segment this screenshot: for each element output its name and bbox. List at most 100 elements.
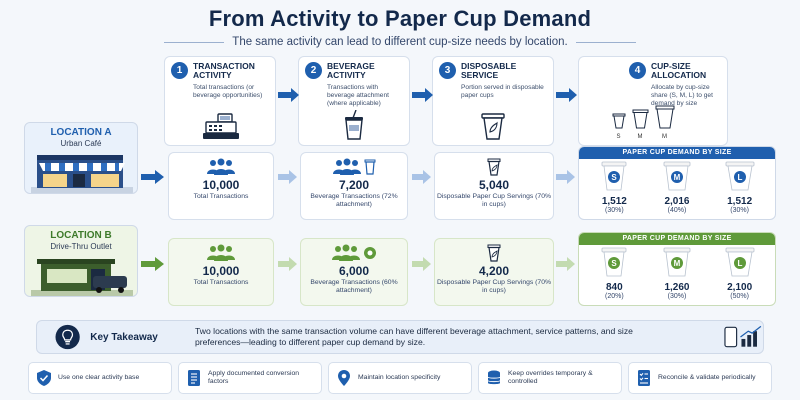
location-pin-icon xyxy=(338,370,350,386)
tip-location-specificity: Maintain location specificity xyxy=(328,362,472,394)
database-icon xyxy=(487,370,501,385)
takeaway-text: Two locations with the same transaction … xyxy=(195,325,633,347)
step-number: 3 xyxy=(439,62,456,79)
cup-demand-large: L 2,100 (50%) xyxy=(712,247,768,300)
demand-title: PAPER CUP DEMAND BY SIZE xyxy=(579,147,775,159)
arrow-right-icon xyxy=(278,257,297,271)
cup-sizes-icon: S M M xyxy=(559,105,727,140)
people-icon xyxy=(169,158,273,176)
step-title: TRANSACTION ACTIVITY xyxy=(193,61,255,81)
card-value: 5,040 xyxy=(478,178,510,192)
phone-chart-icon xyxy=(724,325,762,348)
card-label: Disposable Paper Cup Servings (70% in cu… xyxy=(436,193,552,209)
arrow-right-icon xyxy=(141,170,164,184)
location-type: Urban Café xyxy=(60,139,102,148)
step-number: 2 xyxy=(305,62,322,79)
card-label: Disposable Paper Cup Servings (70% in cu… xyxy=(436,279,552,295)
drive-thru-storefront-icon xyxy=(31,259,133,296)
tip-text: Use one clear activity base xyxy=(58,373,140,381)
tip-reconcile: Reconcile & validate periodically xyxy=(628,362,772,394)
cup-percent: (50%) xyxy=(730,293,749,300)
cup-size-letter: S xyxy=(612,173,618,182)
cup-demand-panel-a: PAPER CUP DEMAND BY SIZE S 1,512 (30%) M… xyxy=(578,146,776,220)
people-cup-icon xyxy=(301,158,407,176)
card-label: Total Transactions xyxy=(193,279,249,286)
cup-demand-medium: M 1,260 (30%) xyxy=(649,247,705,300)
arrow-right-icon xyxy=(141,257,164,271)
card-label: Total Transactions xyxy=(193,193,249,200)
arrow-right-icon xyxy=(412,88,433,102)
step-card-transaction: 1 TRANSACTION ACTIVITY Total transaction… xyxy=(164,56,276,146)
cup-count: 1,512 xyxy=(601,196,627,207)
step-title: BEVERAGE ACTIVITY xyxy=(327,61,375,81)
tip-activity-base: Use one clear activity base xyxy=(28,362,172,394)
arrow-right-icon xyxy=(412,170,431,184)
data-card-beverage-transactions-b: 6,000 Beverage Transactions (60% attachm… xyxy=(300,238,408,306)
size-label: S xyxy=(616,134,621,140)
small-cup-icon: S xyxy=(601,247,627,277)
cup-demand-small: S 840 (20%) xyxy=(586,247,642,300)
size-label: M xyxy=(637,134,643,140)
card-value: 7,200 xyxy=(338,178,370,192)
location-name: LOCATION A xyxy=(50,127,112,138)
data-card-total-transactions-b: 10,000 Total Transactions xyxy=(168,238,274,306)
cup-size-letter: M xyxy=(674,259,681,268)
best-practice-tips: Use one clear activity base Apply docume… xyxy=(28,362,772,394)
card-value: 4,200 xyxy=(478,264,510,278)
step-title: DISPOSABLE SERVICE xyxy=(461,61,517,81)
cup-size-l: M xyxy=(655,105,675,140)
cup-count: 1,512 xyxy=(727,196,753,207)
paper-cup-icon xyxy=(435,158,553,176)
step-card-disposable: 3 DISPOSABLE SERVICE Portion served in d… xyxy=(432,56,554,146)
step-number: 4 xyxy=(629,62,646,79)
location-card-b: LOCATION B Drive-Thru Outlet xyxy=(24,225,138,297)
drink-cup-icon xyxy=(299,110,409,140)
page-subtitle: The same activity can lead to different … xyxy=(232,36,568,48)
paper-cup-icon xyxy=(433,112,553,140)
lightbulb-icon xyxy=(55,324,80,350)
page-title: From Activity to Paper Cup Demand xyxy=(208,6,592,31)
arrow-right-icon xyxy=(556,170,575,184)
step-card-beverage: 2 BEVERAGE ACTIVITY Transactions with be… xyxy=(298,56,410,146)
location-name: LOCATION B xyxy=(50,230,112,241)
cup-size-letter: L xyxy=(737,259,742,268)
cup-size-s: S xyxy=(612,113,626,140)
cup-size-m: M xyxy=(632,109,649,140)
data-card-beverage-transactions-a: 7,200 Beverage Transactions (72% attachm… xyxy=(300,152,408,220)
cup-size-letter: M xyxy=(674,173,681,182)
subtitle-row: The same activity can lead to different … xyxy=(0,36,800,48)
key-takeaway-panel: Key Takeaway Two locations with the same… xyxy=(36,320,764,354)
step-description: Allocate by cup-size share (S, M, L) to … xyxy=(651,83,713,108)
cup-percent: (30%) xyxy=(667,293,687,300)
cup-percent: (40%) xyxy=(667,207,687,214)
demand-title: PAPER CUP DEMAND BY SIZE xyxy=(579,233,775,245)
data-card-disposable-servings-b: 4,200 Disposable Paper Cup Servings (70%… xyxy=(434,238,554,306)
card-label: Beverage Transactions (60% attachment) xyxy=(310,279,398,295)
cup-demand-medium: M 2,016 (40%) xyxy=(649,161,705,214)
arrow-right-icon xyxy=(556,88,577,102)
arrow-right-icon xyxy=(556,257,575,271)
cup-demand-panel-b: PAPER CUP DEMAND BY SIZE S 840 (20%) M 1… xyxy=(578,232,776,306)
data-card-total-transactions-a: 10,000 Total Transactions xyxy=(168,152,274,220)
people-cup-icon xyxy=(301,244,407,262)
tip-conversion-factors: Apply documented conversion factors xyxy=(178,362,322,394)
large-cup-icon: L xyxy=(725,161,755,191)
cup-size-letter: L xyxy=(737,173,742,182)
arrow-right-icon xyxy=(278,170,297,184)
cup-count: 1,260 xyxy=(664,282,690,293)
tip-text: Keep overrides temporary & controlled xyxy=(508,369,593,385)
cup-percent: (30%) xyxy=(730,207,749,214)
card-label: Beverage Transactions (72% attachment) xyxy=(310,193,398,209)
tip-text: Reconcile & validate periodically xyxy=(658,373,756,381)
location-type: Drive-Thru Outlet xyxy=(50,242,112,251)
checklist-icon xyxy=(638,370,650,386)
data-card-disposable-servings-a: 5,040 Disposable Paper Cup Servings (70%… xyxy=(434,152,554,220)
card-value: 6,000 xyxy=(338,264,370,278)
cup-count: 2,100 xyxy=(727,282,753,293)
shield-check-icon xyxy=(37,370,51,386)
step-description: Total transactions (or beverage opportun… xyxy=(193,83,263,99)
step-title: CUP-SIZE ALLOCATION xyxy=(651,61,707,81)
cup-count: 2,016 xyxy=(664,196,690,207)
card-value: 10,000 xyxy=(202,178,240,192)
step-description: Transactions with beverage attachment (w… xyxy=(327,83,389,108)
